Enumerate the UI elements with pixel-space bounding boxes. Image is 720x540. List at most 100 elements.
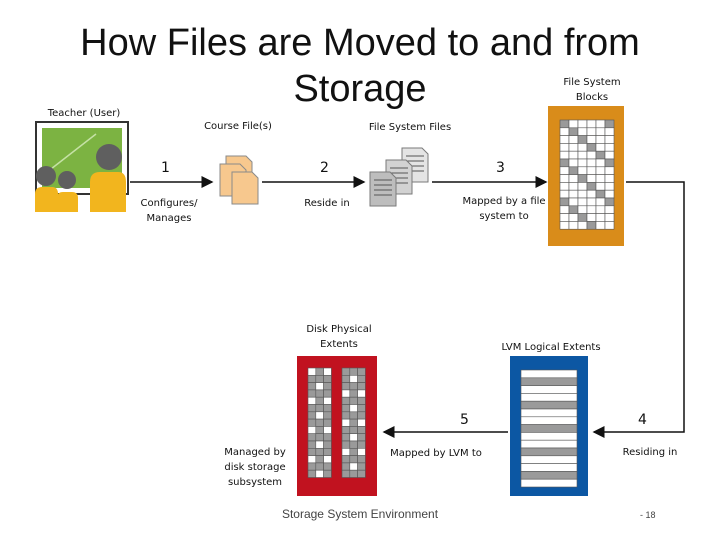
disk-extent xyxy=(357,411,366,420)
disk-extent xyxy=(357,418,366,427)
disk-extent xyxy=(307,433,317,442)
fs-block xyxy=(577,127,588,136)
fs-block xyxy=(586,135,597,144)
disk-extent xyxy=(357,426,366,434)
disk-extent xyxy=(341,418,351,427)
fs-block xyxy=(595,135,606,144)
fs-block xyxy=(559,150,570,160)
fs-block xyxy=(595,119,606,129)
disk-extent xyxy=(315,440,324,449)
fs-block xyxy=(595,166,606,175)
fs-blocks-icon xyxy=(548,106,624,246)
disk-extent xyxy=(323,418,332,427)
fs-block xyxy=(568,143,579,152)
step-number-1: 1 xyxy=(161,160,170,176)
fs-block xyxy=(604,158,615,168)
disk-extent xyxy=(341,447,351,456)
fs-block xyxy=(604,189,615,199)
fs-block xyxy=(595,143,606,152)
disk-extent xyxy=(307,367,317,376)
fs-block xyxy=(568,189,579,199)
fs-block xyxy=(559,119,570,129)
fs-block xyxy=(586,166,597,175)
lvm-extents-label: LVM Logical Extents xyxy=(501,342,601,353)
disk-extent xyxy=(357,469,366,478)
fs-block xyxy=(559,182,570,191)
mapped-lvm-label: Mapped by LVM to xyxy=(390,448,482,459)
disk-extent xyxy=(349,389,358,398)
fs-block xyxy=(604,174,615,183)
fs-block xyxy=(559,174,570,183)
disk-extent xyxy=(323,396,332,405)
fs-block xyxy=(604,197,615,207)
disk-extent xyxy=(341,389,351,398)
disk-extent xyxy=(307,382,317,391)
disk-extent xyxy=(323,447,332,456)
lvm-extent xyxy=(520,393,578,402)
fs-block xyxy=(577,213,588,222)
disk-extent xyxy=(341,382,351,391)
disk-extent xyxy=(341,433,351,442)
lvm-extent xyxy=(520,377,578,386)
fs-block xyxy=(577,143,588,152)
disk-extent xyxy=(315,396,324,405)
fs-block xyxy=(568,150,579,160)
disk-extent xyxy=(323,433,332,442)
disk-extent xyxy=(315,469,324,478)
step-number-3: 3 xyxy=(496,160,505,176)
fs-block xyxy=(604,135,615,144)
lvm-extent xyxy=(520,408,578,418)
fs-block xyxy=(577,166,588,175)
disk-extent xyxy=(315,404,324,413)
disk-extent xyxy=(323,440,332,449)
disk-extent xyxy=(341,404,351,413)
fs-files-label: File System Files xyxy=(368,122,452,133)
disk-extent xyxy=(323,404,332,413)
disk-extent xyxy=(307,418,317,427)
disk-extent xyxy=(349,382,358,391)
fs-block xyxy=(577,150,588,160)
disk-extent xyxy=(307,404,317,413)
disk-extent xyxy=(323,455,332,464)
fs-block xyxy=(568,174,579,183)
disk-extent xyxy=(323,389,332,398)
disk-extent xyxy=(323,374,332,383)
disk-extent xyxy=(323,426,332,434)
fs-block xyxy=(568,166,579,175)
disk-extent xyxy=(307,462,317,471)
fs-block xyxy=(577,197,588,207)
lvm-extent xyxy=(520,471,578,480)
disk-extent xyxy=(315,418,324,427)
disk-extent xyxy=(341,367,351,376)
configures-label: Configures/Manages xyxy=(140,198,198,224)
fs-block xyxy=(568,197,579,207)
disk-extent xyxy=(349,396,358,405)
disk-extent xyxy=(341,455,351,464)
disk-extent xyxy=(323,382,332,391)
fs-block xyxy=(577,221,588,230)
disk-extent xyxy=(341,440,351,449)
fs-block xyxy=(559,166,570,175)
flow-arrows xyxy=(130,176,685,438)
fs-block xyxy=(595,213,606,222)
fs-block xyxy=(595,127,606,136)
disk-extent xyxy=(357,462,366,471)
fs-block xyxy=(559,127,570,136)
fs-block xyxy=(604,166,615,175)
fs-block xyxy=(586,143,597,152)
disk-extent xyxy=(349,462,358,471)
disk-extent xyxy=(349,367,358,376)
lvm-extent xyxy=(520,424,578,433)
disk-extent xyxy=(349,404,358,413)
disk-extent xyxy=(315,447,324,456)
fs-block xyxy=(586,197,597,207)
step-number-4: 4 xyxy=(638,412,647,428)
disk-extent xyxy=(307,389,317,398)
fs-block xyxy=(595,150,606,160)
disk-extent xyxy=(307,411,317,420)
fs-block xyxy=(586,174,597,183)
disk-extent xyxy=(315,455,324,464)
disk-extent xyxy=(307,455,317,464)
